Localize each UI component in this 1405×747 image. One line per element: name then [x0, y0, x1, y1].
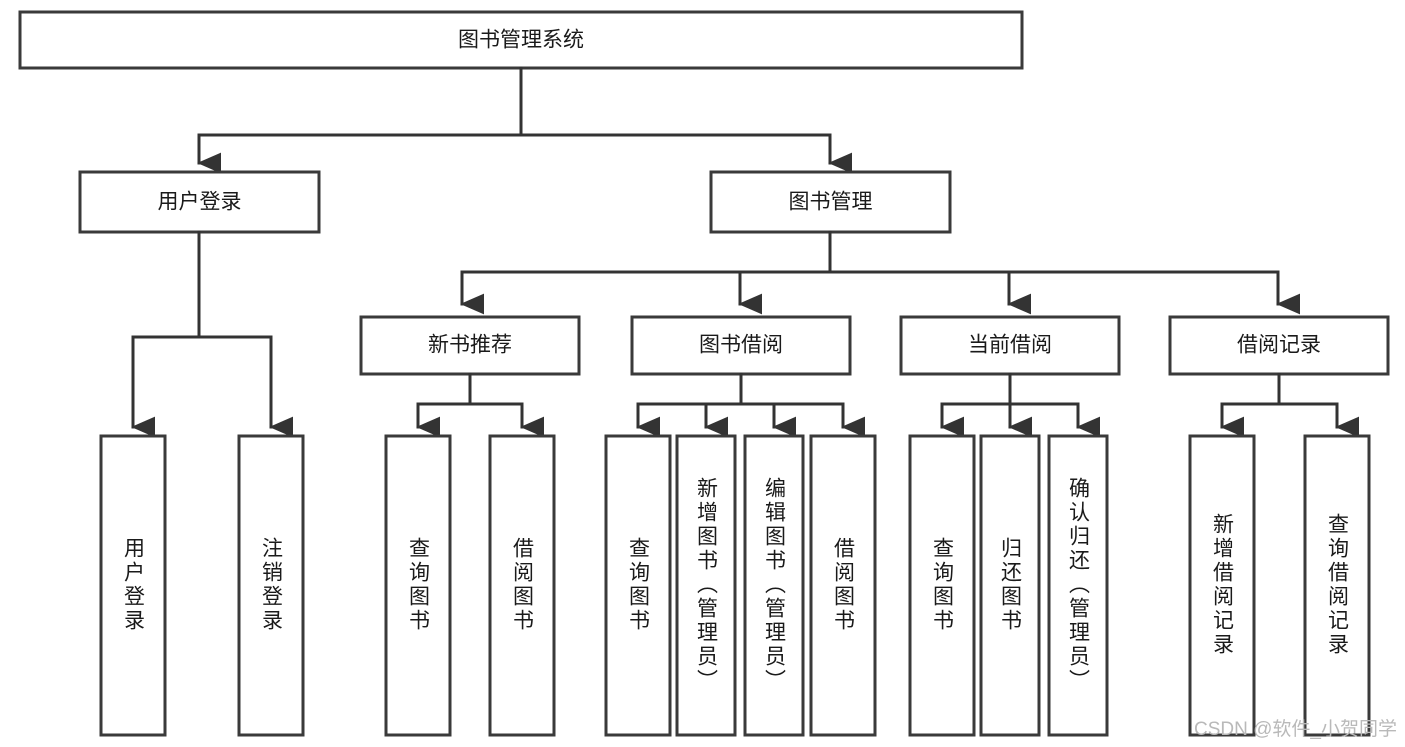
connector-user-login-leaves: [131, 230, 294, 438]
node-root-box[interactable]: [18, 10, 1024, 70]
leaf-add-book-box[interactable]: [675, 434, 737, 737]
connector-root-bus: [197, 66, 853, 174]
node-current-borrow-box[interactable]: [899, 315, 1121, 376]
node-new-book-rec-label: 新书推荐: [428, 334, 512, 357]
leaf-user-login-label: 用户登录: [122, 537, 146, 633]
leaf-query-book-3-label: 查询图书: [931, 537, 955, 633]
leaf-node-query-book-1[interactable]: 查询图书: [384, 434, 452, 737]
leaf-edit-book-label: 编辑图书（管理员）: [763, 477, 787, 693]
leaf-query-book-2-box[interactable]: [604, 434, 672, 737]
leaf-node-query-book-3[interactable]: 查询图书: [908, 434, 976, 737]
leaf-node-confirm-return[interactable]: 确认归还（管理员）: [1047, 434, 1109, 737]
node-root-label: 图书管理系统: [458, 29, 584, 52]
node-new-book-rec[interactable]: 新书推荐: [359, 315, 581, 376]
leaf-node-query-book-2[interactable]: 查询图书: [604, 434, 672, 737]
leaf-node-user-login[interactable]: 用户登录: [99, 434, 167, 737]
leaf-confirm-return-label: 确认归还（管理员）: [1067, 477, 1091, 693]
leaf-query-book-2-label: 查询图书: [627, 537, 651, 633]
leaf-borrow-book-1-label: 借阅图书: [511, 537, 535, 633]
node-user-login-label: 用户登录: [158, 191, 242, 214]
node-user-login-box[interactable]: [78, 170, 321, 234]
leaf-add-record-box[interactable]: [1188, 434, 1256, 737]
leaf-node-edit-book[interactable]: 编辑图书（管理员）: [743, 434, 805, 737]
leaf-logout-label: 注销登录: [260, 537, 284, 633]
node-book-borrow[interactable]: 图书借阅: [630, 315, 852, 376]
leaf-node-logout[interactable]: 注销登录: [237, 434, 305, 737]
leaf-node-query-record[interactable]: 查询借阅记录: [1303, 434, 1371, 737]
node-user-login[interactable]: 用户登录: [78, 170, 321, 234]
leaf-add-record-label: 新增借阅记录: [1211, 513, 1235, 657]
node-borrow-record[interactable]: 借阅记录: [1168, 315, 1390, 376]
leaf-query-book-1-label: 查询图书: [407, 537, 431, 633]
leaf-query-record-box[interactable]: [1303, 434, 1371, 737]
leaf-query-book-3-box[interactable]: [908, 434, 976, 737]
leaf-add-book-label: 新增图书（管理员）: [695, 477, 719, 693]
leaf-node-add-book[interactable]: 新增图书（管理员）: [675, 434, 737, 737]
leaf-borrow-book-2-label: 借阅图书: [832, 537, 856, 633]
connector-book-manage-bus: [460, 230, 1301, 315]
node-new-book-rec-box[interactable]: [359, 315, 581, 376]
connector-book-borrow-leaves: [636, 372, 866, 438]
leaf-node-add-record[interactable]: 新增借阅记录: [1188, 434, 1256, 737]
leaf-node-borrow-book-1[interactable]: 借阅图书: [488, 434, 556, 737]
leaf-logout-box[interactable]: [237, 434, 305, 737]
leaf-borrow-book-1-box[interactable]: [488, 434, 556, 737]
node-current-borrow[interactable]: 当前借阅: [899, 315, 1121, 376]
node-book-manage[interactable]: 图书管理: [709, 170, 952, 234]
leaf-user-login-box[interactable]: [99, 434, 167, 737]
connector-new-book-rec-leaves: [416, 372, 545, 438]
connector-current-borrow-leaves: [940, 372, 1101, 438]
leaf-return-book-box[interactable]: [979, 434, 1041, 737]
leaf-node-borrow-book-2[interactable]: 借阅图书: [809, 434, 877, 737]
leaf-return-book-label: 归还图书: [999, 537, 1023, 633]
leaf-query-record-label: 查询借阅记录: [1326, 513, 1350, 657]
node-borrow-record-label: 借阅记录: [1237, 334, 1321, 357]
node-current-borrow-label: 当前借阅: [968, 334, 1052, 357]
node-root[interactable]: 图书管理系统: [18, 10, 1024, 70]
leaf-node-return-book[interactable]: 归还图书: [979, 434, 1041, 737]
connector-borrow-record-leaves: [1220, 372, 1360, 438]
leaf-borrow-book-2-box[interactable]: [809, 434, 877, 737]
leaf-edit-book-box[interactable]: [743, 434, 805, 737]
node-book-manage-label: 图书管理: [789, 191, 873, 214]
leaf-confirm-return-box[interactable]: [1047, 434, 1109, 737]
node-book-borrow-label: 图书借阅: [699, 334, 783, 357]
leaf-query-book-1-box[interactable]: [384, 434, 452, 737]
